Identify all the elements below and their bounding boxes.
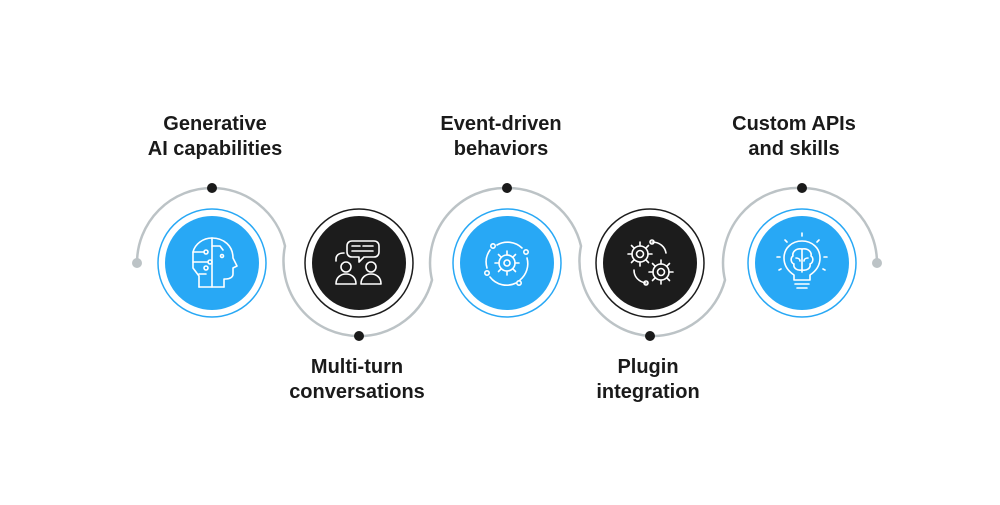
step-marker-dot — [207, 183, 217, 193]
gears-icon — [627, 239, 674, 286]
step-label-event-driven: Event-driven behaviors — [401, 112, 601, 162]
gear-cycle-icon — [483, 241, 529, 286]
step-label-generative-ai: Generative AI capabilities — [115, 112, 315, 162]
step-node — [747, 208, 857, 318]
label-line: Plugin — [617, 356, 679, 378]
step-node — [157, 208, 267, 318]
step-marker-dot — [797, 183, 807, 193]
step-label-custom-apis: Custom APIs and skills — [694, 112, 894, 162]
label-line: and skills — [748, 138, 840, 160]
label-line: Generative — [163, 113, 267, 135]
label-line: behaviors — [453, 138, 549, 160]
timeline-start-dot — [132, 258, 142, 268]
label-line: Event-driven — [440, 113, 562, 135]
people-chat-icon — [335, 240, 382, 285]
step-node — [595, 208, 705, 318]
step-marker-dot — [645, 331, 655, 341]
node-fill — [603, 216, 697, 310]
label-line: AI capabilities — [147, 138, 283, 160]
ai-head-circuit-icon — [192, 237, 238, 288]
step-marker-dot — [502, 183, 512, 193]
label-line: Multi-turn — [310, 356, 404, 378]
label-line: integration — [596, 381, 700, 403]
step-label-plugin: Plugin integration — [548, 355, 748, 405]
step-node — [452, 208, 562, 318]
step-node — [304, 208, 414, 318]
step-label-multi-turn: Multi-turn conversations — [257, 355, 457, 405]
label-line: Custom APIs — [732, 113, 856, 135]
node-fill — [312, 216, 406, 310]
step-marker-dot — [354, 331, 364, 341]
label-line: conversations — [289, 381, 425, 403]
brain-bulb-icon — [776, 232, 828, 289]
node-fill — [460, 216, 554, 310]
timeline-end-dot — [872, 258, 882, 268]
